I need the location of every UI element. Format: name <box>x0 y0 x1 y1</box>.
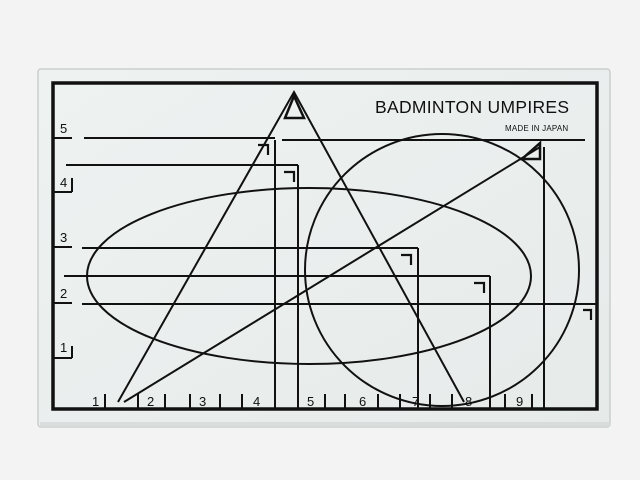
horizontal-scale-label: 1 <box>92 394 99 409</box>
triangle-lines <box>117 89 541 403</box>
horizontal-scale-label: 8 <box>465 394 472 409</box>
guide-lines <box>64 137 597 305</box>
horizontal-scale-label: 5 <box>307 394 314 409</box>
circle <box>304 133 580 407</box>
card-subtitle: MADE IN JAPAN <box>505 124 568 133</box>
vertical-scale-label: 4 <box>60 175 67 190</box>
ellipses <box>86 133 580 407</box>
vertical-scale-label: 2 <box>60 286 67 301</box>
horizontal-ellipse <box>86 187 532 365</box>
vertical-scale-label: 1 <box>60 340 67 355</box>
small-triangles <box>283 92 542 161</box>
card-title: BADMINTON UMPIRES <box>375 97 569 117</box>
horizontal-scale-label: 7 <box>412 394 419 409</box>
printed-frame <box>51 81 599 411</box>
horizontal-scale: 1 2 3 4 5 6 7 8 9 <box>92 394 523 409</box>
bottom-scale-ticks <box>104 394 533 408</box>
vertical-scale-ticks <box>54 137 73 359</box>
vertical-scale-label: 5 <box>60 121 67 136</box>
horizontal-scale-label: 3 <box>199 394 206 409</box>
horizontal-scale-label: 2 <box>147 394 154 409</box>
corner-ticks <box>258 143 593 320</box>
top-triangle-icon <box>283 92 306 120</box>
horizontal-scale-label: 4 <box>253 394 260 409</box>
horizontal-scale-label: 9 <box>516 394 523 409</box>
vertical-scale: 5 4 3 2 1 <box>60 121 67 355</box>
horizontal-scale-label: 6 <box>359 394 366 409</box>
right-triangle-icon <box>518 140 542 161</box>
card-edge <box>40 422 610 427</box>
vertical-scale-label: 3 <box>60 230 67 245</box>
drop-lines <box>274 140 545 408</box>
